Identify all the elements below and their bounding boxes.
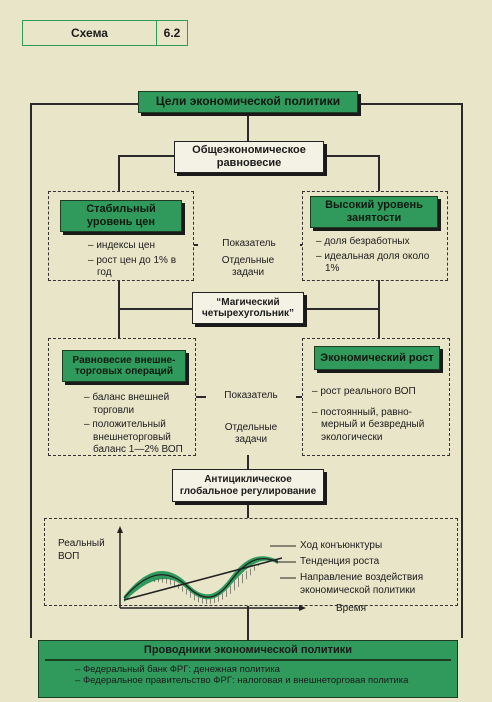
row2-indicator-label: Показатель	[206, 390, 296, 402]
growth-group	[302, 338, 450, 456]
legend-business-cycle: Ход конъюнктуры	[300, 540, 383, 551]
list-item: идеальная доля около 1%	[316, 251, 444, 276]
row2-link-right	[292, 396, 302, 398]
policy-agents-title: Проводники экономической политики	[143, 644, 353, 656]
list-item: положительный внешнеторговый баланс 1—2%…	[84, 419, 196, 457]
stable-prices-list: индексы цен рост цен до 1% в год	[88, 240, 188, 282]
growth-list: рост реального ВОП постоянный, равно-мер…	[312, 386, 446, 446]
stable-prices-group	[48, 191, 194, 281]
frame-left	[30, 103, 32, 638]
y-axis-arrow	[117, 526, 123, 533]
legend-policy-direction: Направление воздействия экономической по…	[300, 572, 424, 596]
foreign-trade-box: Равновесие внешне-торговых операций	[62, 350, 186, 382]
list-item: рост реального ВОП	[312, 386, 446, 399]
list-item: индексы цен	[88, 240, 188, 253]
connector-to-graph	[247, 502, 249, 518]
scheme-header: Схема 6.2	[22, 20, 188, 46]
magic-quadrangle-box: “Магический четырехугольник”	[192, 292, 304, 324]
connector-right-down-2	[378, 280, 380, 338]
scheme-number: 6.2	[163, 26, 181, 40]
economic-policy-goals-box: Цели экономической политики	[138, 91, 358, 113]
row1-tasks-label: Отдельные задачи	[210, 255, 286, 279]
list-item: баланс внешней торговли	[84, 392, 196, 417]
foreign-trade-list: баланс внешней торговли положительный вн…	[84, 392, 196, 459]
connector-to-bottom	[247, 606, 249, 640]
connector-top-vertical	[247, 113, 249, 143]
employment-list: доля безработных идеальная доля около 1%	[316, 236, 444, 278]
row1-link-top-left	[194, 244, 200, 246]
business-cycle-graph	[44, 518, 458, 606]
row2-tasks-label: Отдельные задачи	[210, 422, 292, 446]
list-item: Федеральный банк ФРГ: денежная политика	[75, 664, 457, 676]
list-item: Федеральное правительство ФРГ: налоговая…	[75, 675, 457, 687]
policy-agents-divider	[45, 659, 451, 661]
employment-group	[302, 191, 448, 281]
connector-right-down-1	[378, 155, 380, 191]
row1-indicator-label: Показатель	[198, 238, 300, 250]
connector-left-down-2	[118, 280, 120, 338]
general-equilibrium-box: Общеэкономическое равновесие	[174, 141, 324, 173]
scheme-title: Схема	[23, 21, 157, 45]
cycle-chart	[117, 526, 306, 611]
graph-x-label: Время	[336, 603, 367, 614]
frame-top-right	[358, 103, 462, 105]
list-item: доля безработных	[316, 236, 444, 249]
x-axis-arrow	[299, 605, 306, 611]
stable-prices-box: Стабильный уровень цен	[60, 200, 182, 232]
cycle-hatch-fill	[150, 564, 260, 604]
graph-y-label: Реальный ВОП	[58, 538, 105, 562]
anticyclic-regulation-box: Антициклическое глобальное регулирование	[172, 469, 324, 502]
trend-line	[123, 557, 283, 601]
list-item: рост цен до 1% в год	[88, 255, 188, 280]
frame-right	[461, 103, 463, 638]
connector-left-down-1	[118, 155, 120, 191]
cycle-green-fill	[124, 556, 278, 602]
policy-agents-list: Федеральный банк ФРГ: денежная политика …	[75, 664, 457, 688]
legend-growth-trend: Тенденция роста	[300, 556, 380, 567]
connector-center-down	[247, 455, 249, 469]
frame-top-left	[30, 103, 138, 105]
cycle-line	[123, 558, 279, 599]
employment-box: Высокий уровень занятости	[310, 196, 438, 228]
economic-growth-box: Экономический рост	[314, 346, 440, 370]
row2-link-left	[196, 396, 206, 398]
policy-agents-panel: Проводники экономической политики Федера…	[38, 640, 458, 698]
list-item: постоянный, равно-мерный и безвредный эк…	[312, 407, 446, 445]
